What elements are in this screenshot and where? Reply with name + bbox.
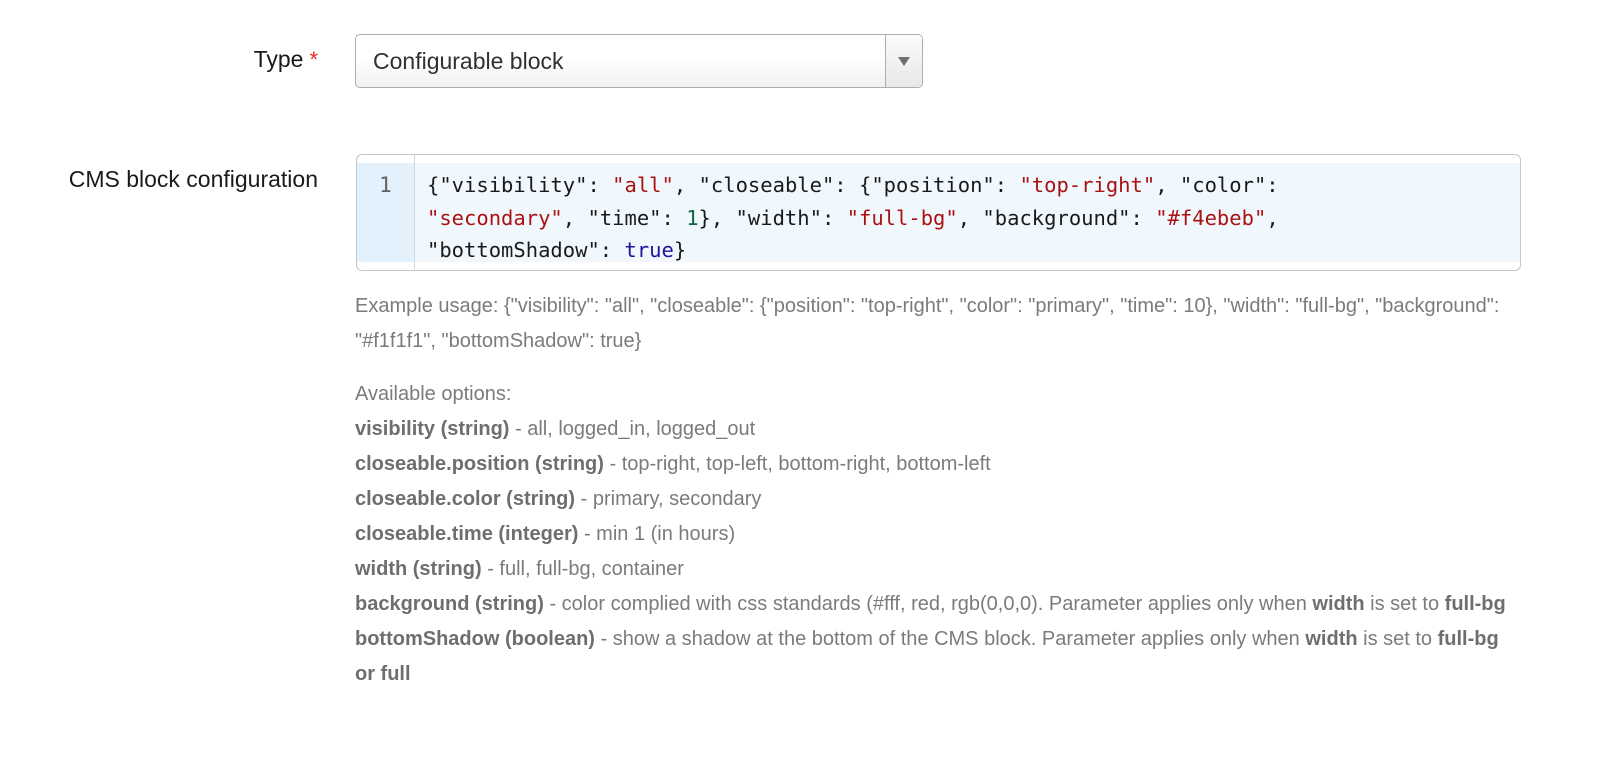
option-name: background (string)	[355, 593, 544, 615]
code-token: , "closeable": {"position":	[673, 173, 1020, 197]
caret-down-icon	[898, 56, 910, 66]
option-desc: - min 1 (in hours)	[578, 523, 736, 545]
code-token: }	[673, 238, 687, 262]
option-desc: - color complied with css standards (#ff…	[543, 593, 1313, 615]
option-name: closeable.color (string)	[355, 488, 576, 510]
option-name: width (string)	[355, 558, 482, 580]
cms-config-label-text: CMS block configuration	[68, 166, 318, 192]
editor-gutter: 1	[357, 163, 415, 262]
option-desc: is set to	[1357, 628, 1438, 650]
option-name: closeable.time (integer)	[355, 523, 579, 545]
option-emphasis: full-bg	[1444, 593, 1506, 615]
code-token: ,	[1266, 205, 1279, 230]
code-token: }, "width":	[698, 205, 847, 230]
line-number: 1	[379, 173, 392, 197]
option-visibility: visibility (string) - all, logged_in, lo…	[355, 412, 1520, 447]
code-token: , "color":	[1155, 173, 1279, 197]
code-token: , "time":	[562, 205, 687, 230]
available-options: Available options: visibility (string) -…	[355, 377, 1520, 692]
option-bottom-shadow: bottomShadow (boolean) - show a shadow a…	[355, 622, 1520, 692]
required-asterisk: *	[309, 47, 318, 72]
code-number: 1	[686, 205, 699, 230]
option-emphasis: width	[1312, 593, 1365, 615]
editor-active-line: 1 {"visibility": "all", "closeable": {"p…	[357, 163, 1520, 262]
type-select-toggle[interactable]	[885, 35, 922, 87]
option-emphasis: full-bg or full	[355, 628, 1499, 685]
option-desc: - top-right, top-left, bottom-right, bot…	[603, 453, 991, 475]
option-desc: - all, logged_in, logged_out	[509, 418, 756, 440]
option-desc: is set to	[1364, 593, 1445, 615]
code-token: , "background":	[957, 205, 1156, 230]
code-string: "secondary"	[427, 205, 563, 230]
code-string: "full-bg"	[846, 205, 958, 230]
option-closeable-position: closeable.position (string) - top-right,…	[355, 447, 1520, 482]
available-options-title: Available options:	[355, 383, 512, 405]
code-token: "bottomShadow":	[427, 238, 625, 262]
example-usage-text: Example usage: {"visibility": "all", "cl…	[355, 295, 1500, 352]
option-desc: - full, full-bg, container	[481, 558, 684, 580]
editor-code[interactable]: {"visibility": "all", "closeable": {"pos…	[415, 163, 1520, 262]
cms-config-code-editor[interactable]: 1 {"visibility": "all", "closeable": {"p…	[356, 154, 1521, 271]
option-width: width (string) - full, full-bg, containe…	[355, 552, 1520, 587]
code-string: "all"	[612, 173, 674, 197]
type-label-text: Type	[253, 46, 304, 72]
option-name: visibility (string)	[355, 418, 510, 440]
option-background: background (string) - color complied wit…	[355, 587, 1520, 622]
cms-config-label: CMS block configuration	[69, 166, 318, 193]
option-name: bottomShadow (boolean)	[355, 628, 595, 650]
option-desc: - show a shadow at the bottom of the CMS…	[594, 628, 1306, 650]
type-select[interactable]: Configurable block	[355, 34, 923, 88]
type-label: Type*	[254, 46, 318, 73]
type-select-value: Configurable block	[373, 47, 564, 74]
option-name: closeable.position (string)	[355, 453, 604, 475]
code-boolean: true	[624, 238, 674, 262]
code-string: "#f4ebeb"	[1155, 205, 1267, 230]
option-closeable-time: closeable.time (integer) - min 1 (in hou…	[355, 517, 1520, 552]
example-usage: Example usage: {"visibility": "all", "cl…	[355, 289, 1520, 359]
option-desc: - primary, secondary	[575, 488, 762, 510]
cms-config-help: Example usage: {"visibility": "all", "cl…	[355, 289, 1520, 710]
code-string: "top-right"	[1019, 173, 1156, 197]
option-closeable-color: closeable.color (string) - primary, seco…	[355, 482, 1520, 517]
code-token: {"visibility":	[427, 173, 613, 197]
option-emphasis: width	[1305, 628, 1358, 650]
